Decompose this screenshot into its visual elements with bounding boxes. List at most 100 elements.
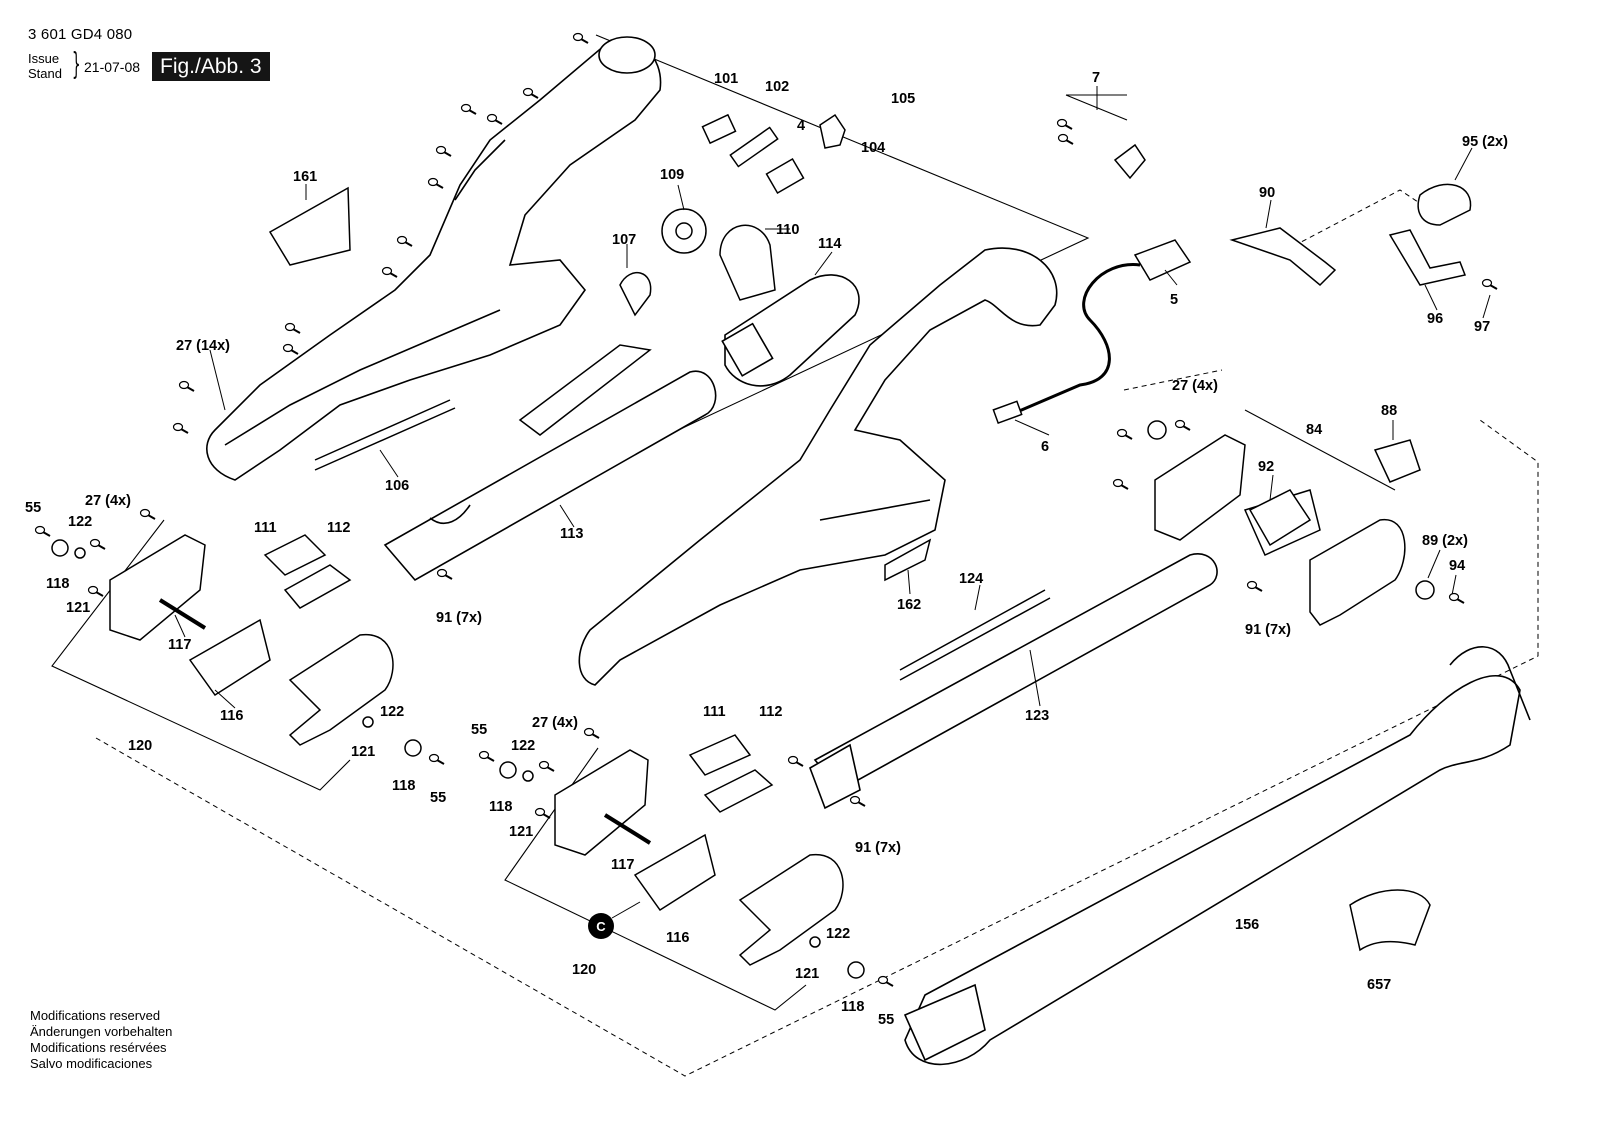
nozzle-156 [903, 646, 1531, 1066]
part-label: 91 (7x) [436, 610, 482, 626]
group-frames [51, 34, 1396, 1011]
part-label: 156 [1235, 917, 1259, 933]
part-label: 161 [293, 169, 317, 185]
part-label: 92 [1258, 459, 1274, 475]
part-label: 90 [1259, 185, 1275, 201]
part-label: 124 [959, 571, 983, 587]
part-112-drawing-b [703, 769, 774, 813]
part-161-label-drawing [268, 186, 351, 266]
part-label: 118 [841, 999, 864, 1015]
part-92-drawing [1248, 489, 1312, 547]
motor-114 [721, 274, 860, 387]
part-label: 102 [765, 79, 789, 95]
end-cap-assembly-left [109, 534, 394, 746]
part-label: 114 [818, 236, 841, 252]
part-label: 122 [380, 704, 404, 720]
frame-105 [595, 34, 1090, 441]
part-90-drawing [1229, 227, 1337, 287]
part-labels: 161 27 (14x) 106 101 102 4 104 105 109 1… [25, 70, 1508, 1028]
part-96-drawing [1388, 229, 1467, 286]
part-label: 112 [759, 704, 782, 720]
part-102-drawing [729, 126, 779, 168]
part-label: 121 [66, 600, 90, 616]
part-label: 7 [1092, 70, 1100, 86]
part-label: 112 [327, 520, 350, 536]
part-label: 122 [511, 738, 535, 754]
part-label: 122 [68, 514, 92, 530]
figure-badge: Fig./Abb. 3 [152, 52, 270, 81]
part-label: 105 [891, 91, 915, 107]
part-label: 121 [509, 824, 533, 840]
part-label: 104 [861, 140, 885, 156]
issue-labels: Issue Stand [28, 51, 62, 81]
part-112-drawing-a [283, 564, 352, 609]
part-label: 120 [128, 738, 152, 754]
washers [51, 420, 1167, 979]
part-label: 6 [1041, 439, 1049, 455]
part-label: 117 [168, 637, 191, 653]
support-tube-123 [809, 553, 1218, 810]
part-107-drawing [619, 271, 652, 317]
part-101-drawing [701, 113, 737, 145]
part-label: 95 (2x) [1462, 134, 1508, 150]
brace-glyph: } [72, 47, 81, 82]
part-88-drawing [1373, 439, 1421, 483]
part-label: 27 (4x) [1172, 378, 1218, 394]
part-label: 27 (14x) [176, 338, 230, 354]
issue-date: 21-07-08 [84, 59, 141, 75]
footer-line: Änderungen vorbehalten [30, 1024, 173, 1039]
part-label: 84 [1306, 422, 1322, 438]
part-label: 123 [1025, 708, 1049, 724]
part-109-drawing [661, 208, 707, 254]
footer-line: Modifications resérvées [30, 1040, 167, 1055]
part-4-drawing [765, 157, 805, 195]
issue-label: Issue [28, 51, 60, 66]
footer-line: Salvo modificaciones [30, 1056, 153, 1071]
dashed-frame-84 [1123, 369, 1223, 391]
part-label: 5 [1170, 292, 1178, 308]
issue-block: Issue Stand } 21-07-08 Fig./Abb. 3 [28, 47, 298, 85]
part-label: 121 [351, 744, 375, 760]
dashed-frame-95 [1285, 189, 1431, 251]
part-label: 55 [430, 790, 446, 806]
part-label: 116 [220, 708, 243, 724]
header: 3 601 GD4 080 Issue Stand } 21-07-08 Fig… [28, 26, 270, 81]
footer-notes: Modifications reserved Änderungen vorbeh… [30, 1008, 172, 1072]
end-cap-assembly-lower [554, 749, 844, 966]
part-label: 89 (2x) [1422, 533, 1468, 549]
part-110-drawing [719, 224, 776, 301]
document-number: 3 601 GD4 080 [28, 26, 133, 43]
part-106-battery-drawing [518, 344, 652, 436]
part-label: 91 (7x) [855, 840, 901, 856]
part-label: 97 [1474, 319, 1490, 335]
part-label: 55 [878, 1012, 894, 1028]
stand-label: Stand [28, 66, 62, 81]
part-label: 118 [46, 576, 69, 592]
part-label: 27 (4x) [532, 715, 578, 731]
part-label: 107 [612, 232, 636, 248]
part-104-drawing [819, 113, 846, 149]
part-label: 113 [560, 526, 583, 542]
part-111-drawing-a [263, 534, 327, 576]
part-label: 106 [385, 478, 409, 494]
housing-left-half [206, 36, 662, 481]
frame-120-left [51, 519, 351, 791]
part-label: 118 [489, 799, 512, 815]
part-label: 94 [1449, 558, 1465, 574]
part-162-label-drawing [884, 538, 932, 582]
part-label: 120 [572, 962, 596, 978]
part-label: 657 [1367, 977, 1391, 993]
part-label: 116 [666, 930, 689, 946]
footer-line: Modifications reserved [30, 1008, 161, 1023]
part-95-drawing [1417, 183, 1472, 226]
part-111-drawing-b [688, 734, 752, 776]
dashed-frame-lower [95, 419, 1539, 1077]
leader-lines [174, 86, 1491, 709]
frame-120-lower [504, 747, 807, 1011]
part-label: 118 [392, 778, 415, 794]
rods [314, 399, 1051, 681]
marker-c-label: C [596, 919, 606, 934]
marker-c: C [588, 901, 641, 939]
part-label: 27 (4x) [85, 493, 131, 509]
